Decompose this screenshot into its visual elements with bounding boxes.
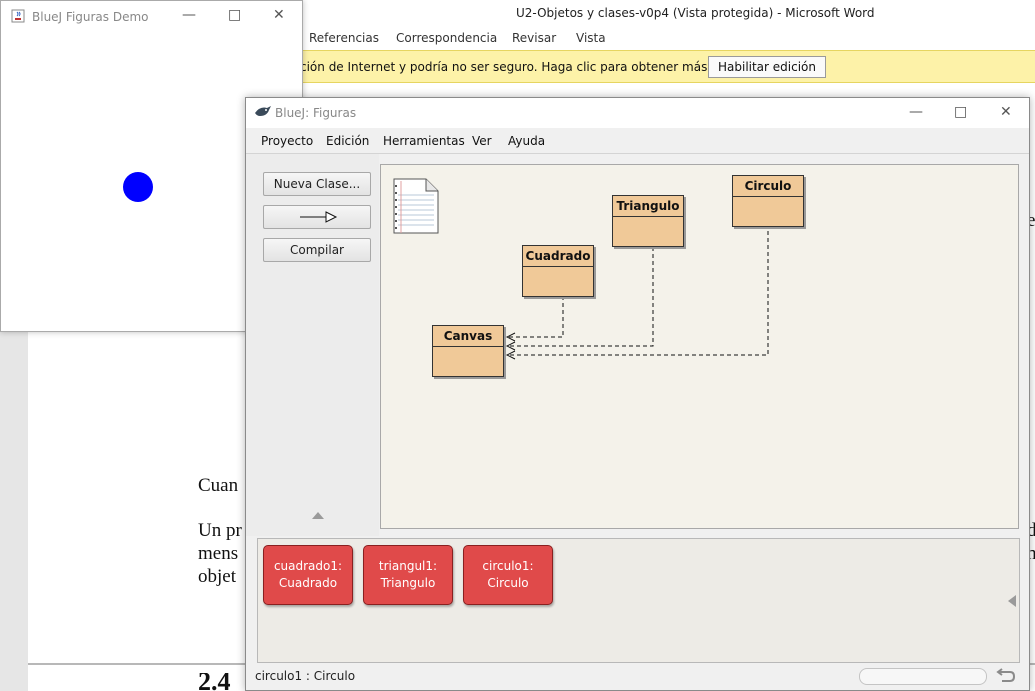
object-name: triangul1: (378, 559, 438, 573)
new-class-button[interactable]: Nueva Clase... (263, 172, 371, 196)
new-arrow-button[interactable] (263, 205, 371, 229)
bluej-menubar: Proyecto Edición Herramientas Ver Ayuda (246, 128, 1029, 154)
close-icon[interactable]: ✕ (273, 7, 285, 23)
bench-scroll-left-icon[interactable] (1008, 595, 1016, 607)
bluej-titlebar: BlueJ: Figuras — □ ✕ (246, 98, 1029, 128)
inheritance-arrow-icon (300, 211, 338, 223)
object-type: Cuadrado (278, 576, 338, 590)
dependency-arrows (505, 217, 769, 360)
dep-triangulo-canvas (507, 247, 654, 347)
ribbon-tab-correspondencia[interactable]: Correspondencia (396, 31, 498, 45)
ribbon-tab-referencias[interactable]: Referencias (309, 31, 379, 45)
class-canvas[interactable]: Canvas (432, 325, 504, 377)
doc-text-line: mens (198, 543, 239, 564)
status-text: circulo1 : Circulo (255, 669, 356, 683)
minimize-icon[interactable]: — (182, 7, 196, 23)
doc-text-line: Un pr (198, 520, 242, 541)
doc-text-line: Cuan (198, 475, 239, 496)
bluej-title: BlueJ: Figuras (275, 106, 357, 120)
java-cup-icon (11, 9, 25, 23)
class-circulo[interactable]: Circulo (732, 175, 804, 227)
object-name: cuadrado1: (273, 559, 343, 573)
object-triangul1[interactable]: triangul1: Triangulo (363, 545, 453, 605)
minimize-icon[interactable]: — (909, 104, 923, 120)
panel-scroll-up-icon[interactable] (312, 512, 324, 519)
object-cuadrado1[interactable]: cuadrado1: Cuadrado (263, 545, 353, 605)
maximize-icon[interactable]: □ (954, 104, 968, 120)
class-name: Triangulo (613, 196, 683, 217)
word-title-text: U2-Objetos y clases-v0p4 (Vista protegid… (516, 6, 875, 20)
object-circulo1[interactable]: circulo1: Circulo (463, 545, 553, 605)
class-diagram: Circulo Triangulo Cuadrado Canvas (380, 164, 1019, 529)
readme-document-icon[interactable] (392, 177, 440, 235)
object-bench: cuadrado1: Cuadrado triangul1: Triangulo… (257, 538, 1020, 663)
menu-edicion[interactable]: Edición (326, 134, 370, 148)
close-icon[interactable]: ✕ (1000, 104, 1012, 120)
ribbon-tab-revisar[interactable]: Revisar (512, 31, 557, 45)
machine-status-indicator (859, 668, 987, 685)
bluej-bird-icon (255, 106, 271, 116)
protected-view-message: ción de Internet y podría no ser seguro.… (300, 60, 763, 74)
figures-canvas (1, 31, 302, 331)
menu-herramientas[interactable]: Herramientas (383, 134, 465, 148)
tool-panel: Nueva Clase... Compilar (246, 154, 379, 536)
reset-machine-icon[interactable] (996, 668, 1016, 684)
doc-heading-fragment: 2.4 (198, 673, 231, 691)
compile-button[interactable]: Compilar (263, 238, 371, 262)
bluej-window: BlueJ: Figuras — □ ✕ Proyecto Edición He… (245, 97, 1030, 691)
class-name: Circulo (733, 176, 803, 197)
doc-text-line: objet (198, 566, 236, 587)
class-name: Canvas (433, 326, 503, 347)
ribbon-tab-vista[interactable]: Vista (576, 31, 606, 45)
class-name: Cuadrado (523, 246, 593, 267)
blue-circle-figure (123, 172, 153, 202)
class-cuadrado[interactable]: Cuadrado (522, 245, 594, 297)
menu-ayuda[interactable]: Ayuda (508, 134, 546, 148)
object-name: circulo1: (482, 559, 534, 573)
doc-text-edge: e (1027, 210, 1035, 231)
status-bar: circulo1 : Circulo (246, 665, 1029, 690)
demo-titlebar: BlueJ Figuras Demo — □ ✕ (1, 1, 302, 31)
dep-cuadrado-canvas (507, 296, 564, 338)
enable-editing-button[interactable]: Habilitar edición (708, 56, 826, 78)
class-triangulo[interactable]: Triangulo (612, 195, 684, 247)
menu-proyecto[interactable]: Proyecto (261, 134, 314, 148)
object-type: Circulo (487, 576, 529, 590)
object-type: Triangulo (380, 576, 436, 590)
menu-ver[interactable]: Ver (472, 134, 492, 148)
maximize-icon[interactable]: □ (228, 7, 242, 23)
demo-title: BlueJ Figuras Demo (32, 10, 149, 24)
doc-text-edge: d (1027, 520, 1035, 541)
dep-circulo-canvas (507, 217, 769, 356)
doc-text-edge: n (1027, 543, 1035, 564)
